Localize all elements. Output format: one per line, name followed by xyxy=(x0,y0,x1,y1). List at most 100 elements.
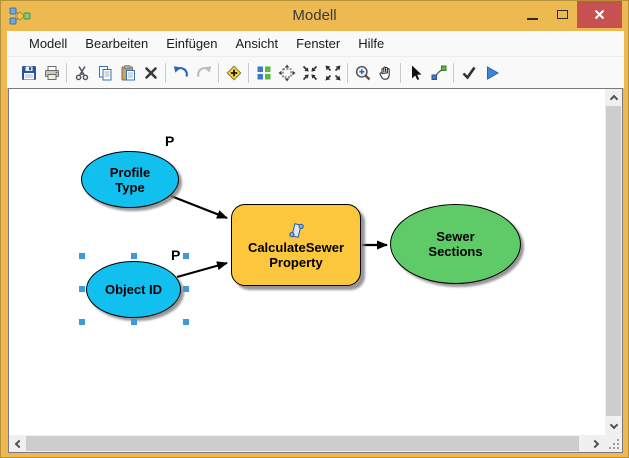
chevron-up-icon xyxy=(609,94,618,104)
node-label: Sewer Sections xyxy=(428,229,483,259)
fixed-zoom-out-icon xyxy=(325,65,340,80)
undo-icon xyxy=(173,65,188,77)
toolbar-separator xyxy=(66,62,67,83)
delete-icon xyxy=(144,66,157,79)
run-icon xyxy=(486,65,499,80)
menu-ansicht[interactable]: Ansicht xyxy=(235,36,279,51)
model-view: Profile Type P Object ID P xyxy=(8,88,623,453)
chevron-right-icon xyxy=(590,439,600,448)
run-button[interactable] xyxy=(480,61,503,85)
parameter-label-object-id: P xyxy=(171,247,181,263)
save-button[interactable] xyxy=(17,61,40,85)
add-data-icon xyxy=(226,65,241,80)
maximize-button[interactable] xyxy=(547,1,577,28)
copy-button[interactable] xyxy=(93,61,116,85)
auto-layout-button[interactable] xyxy=(252,61,275,85)
print-icon xyxy=(44,65,59,80)
node-object-id[interactable]: Object ID xyxy=(86,261,181,318)
selection-handle-e[interactable] xyxy=(183,286,189,292)
node-sewer-sections[interactable]: Sewer Sections xyxy=(390,204,521,284)
connection-profile-type-to-tool[interactable] xyxy=(170,194,228,220)
resize-grip[interactable] xyxy=(605,435,622,452)
modelbuilder-icon xyxy=(9,7,31,25)
menu-hilfe[interactable]: Hilfe xyxy=(358,36,385,51)
selection-handle-s[interactable] xyxy=(131,319,137,325)
zoom-in-tool-button[interactable] xyxy=(351,61,374,85)
toolbar-separator xyxy=(165,62,166,83)
chevron-down-icon xyxy=(609,420,618,430)
chevron-left-icon xyxy=(14,439,24,448)
toolbar-separator xyxy=(400,62,401,83)
menu-fenster[interactable]: Fenster xyxy=(296,36,341,51)
resize-grip-icon xyxy=(609,439,619,449)
auto-layout-icon xyxy=(257,66,270,79)
selection-handle-w[interactable] xyxy=(79,286,85,292)
vertical-scrollbar[interactable] xyxy=(605,89,622,435)
pan-icon xyxy=(378,66,390,80)
print-button[interactable] xyxy=(40,61,63,85)
zoom-in-tool-icon xyxy=(355,65,370,80)
validate-button[interactable] xyxy=(457,61,480,85)
selection-handle-se[interactable] xyxy=(183,319,189,325)
add-connection-button[interactable] xyxy=(427,61,450,85)
toolbar-separator xyxy=(248,62,249,83)
connections-layer xyxy=(170,194,388,279)
selection-handle-sw[interactable] xyxy=(79,319,85,325)
fixed-zoom-in-icon xyxy=(302,65,317,80)
redo-button[interactable] xyxy=(192,61,215,85)
node-label: Profile Type xyxy=(109,164,151,195)
copy-icon xyxy=(98,65,111,80)
horizontal-scroll-thumb[interactable] xyxy=(26,436,579,451)
save-icon xyxy=(21,65,36,80)
cut-button[interactable] xyxy=(70,61,93,85)
titlebar[interactable]: Modell xyxy=(1,1,628,31)
scroll-down-button[interactable] xyxy=(605,418,622,435)
selection-handle-ne[interactable] xyxy=(183,253,189,259)
toolbar-separator xyxy=(218,62,219,83)
full-extent-icon xyxy=(278,64,295,81)
paste-button[interactable] xyxy=(116,61,139,85)
node-label: Object ID xyxy=(104,282,163,297)
parameter-label-profile-type: P xyxy=(165,133,175,149)
add-connection-icon xyxy=(431,65,446,80)
scroll-right-button[interactable] xyxy=(588,435,605,452)
scroll-left-button[interactable] xyxy=(9,435,26,452)
fixed-zoom-in-button[interactable] xyxy=(298,61,321,85)
selection-handle-nw[interactable] xyxy=(79,253,85,259)
fixed-zoom-out-button[interactable] xyxy=(321,61,344,85)
toolbar-separator xyxy=(347,62,348,83)
minimize-button[interactable] xyxy=(517,1,547,28)
selection-handle-n[interactable] xyxy=(131,253,137,259)
window-title: Modell xyxy=(292,7,337,24)
horizontal-scrollbar[interactable] xyxy=(9,435,605,452)
add-data-button[interactable] xyxy=(222,61,245,85)
toolbar xyxy=(7,56,624,88)
maximize-icon xyxy=(556,10,568,19)
minimize-icon xyxy=(526,17,538,20)
pan-button[interactable] xyxy=(374,61,397,85)
cut-icon xyxy=(75,65,88,80)
redo-icon xyxy=(196,65,211,77)
menu-bearbeiten[interactable]: Bearbeiten xyxy=(85,36,149,51)
select-button[interactable] xyxy=(404,61,427,85)
select-icon xyxy=(411,65,421,80)
toolbar-separator xyxy=(453,62,454,83)
validate-icon xyxy=(462,66,476,80)
vertical-scroll-thumb[interactable] xyxy=(606,106,621,416)
node-calculate-sewer-property[interactable]: CalculateSewer Property xyxy=(231,204,361,286)
full-extent-button[interactable] xyxy=(275,61,298,85)
menu-einfuegen[interactable]: Einfügen xyxy=(166,36,218,51)
scroll-up-button[interactable] xyxy=(605,89,622,106)
node-profile-type[interactable]: Profile Type xyxy=(81,151,179,208)
close-button[interactable] xyxy=(577,1,622,28)
menu-modell[interactable]: Modell xyxy=(29,36,68,51)
undo-button[interactable] xyxy=(169,61,192,85)
menu-bar: Modell Bearbeiten Einfügen Ansicht Fenst… xyxy=(7,31,624,56)
delete-button[interactable] xyxy=(139,61,162,85)
script-tool-icon xyxy=(288,223,304,238)
connection-object-id-to-tool[interactable] xyxy=(176,261,228,279)
model-canvas[interactable]: Profile Type P Object ID P xyxy=(9,89,605,435)
paste-icon xyxy=(121,64,135,80)
node-label: CalculateSewer Property xyxy=(247,240,345,270)
